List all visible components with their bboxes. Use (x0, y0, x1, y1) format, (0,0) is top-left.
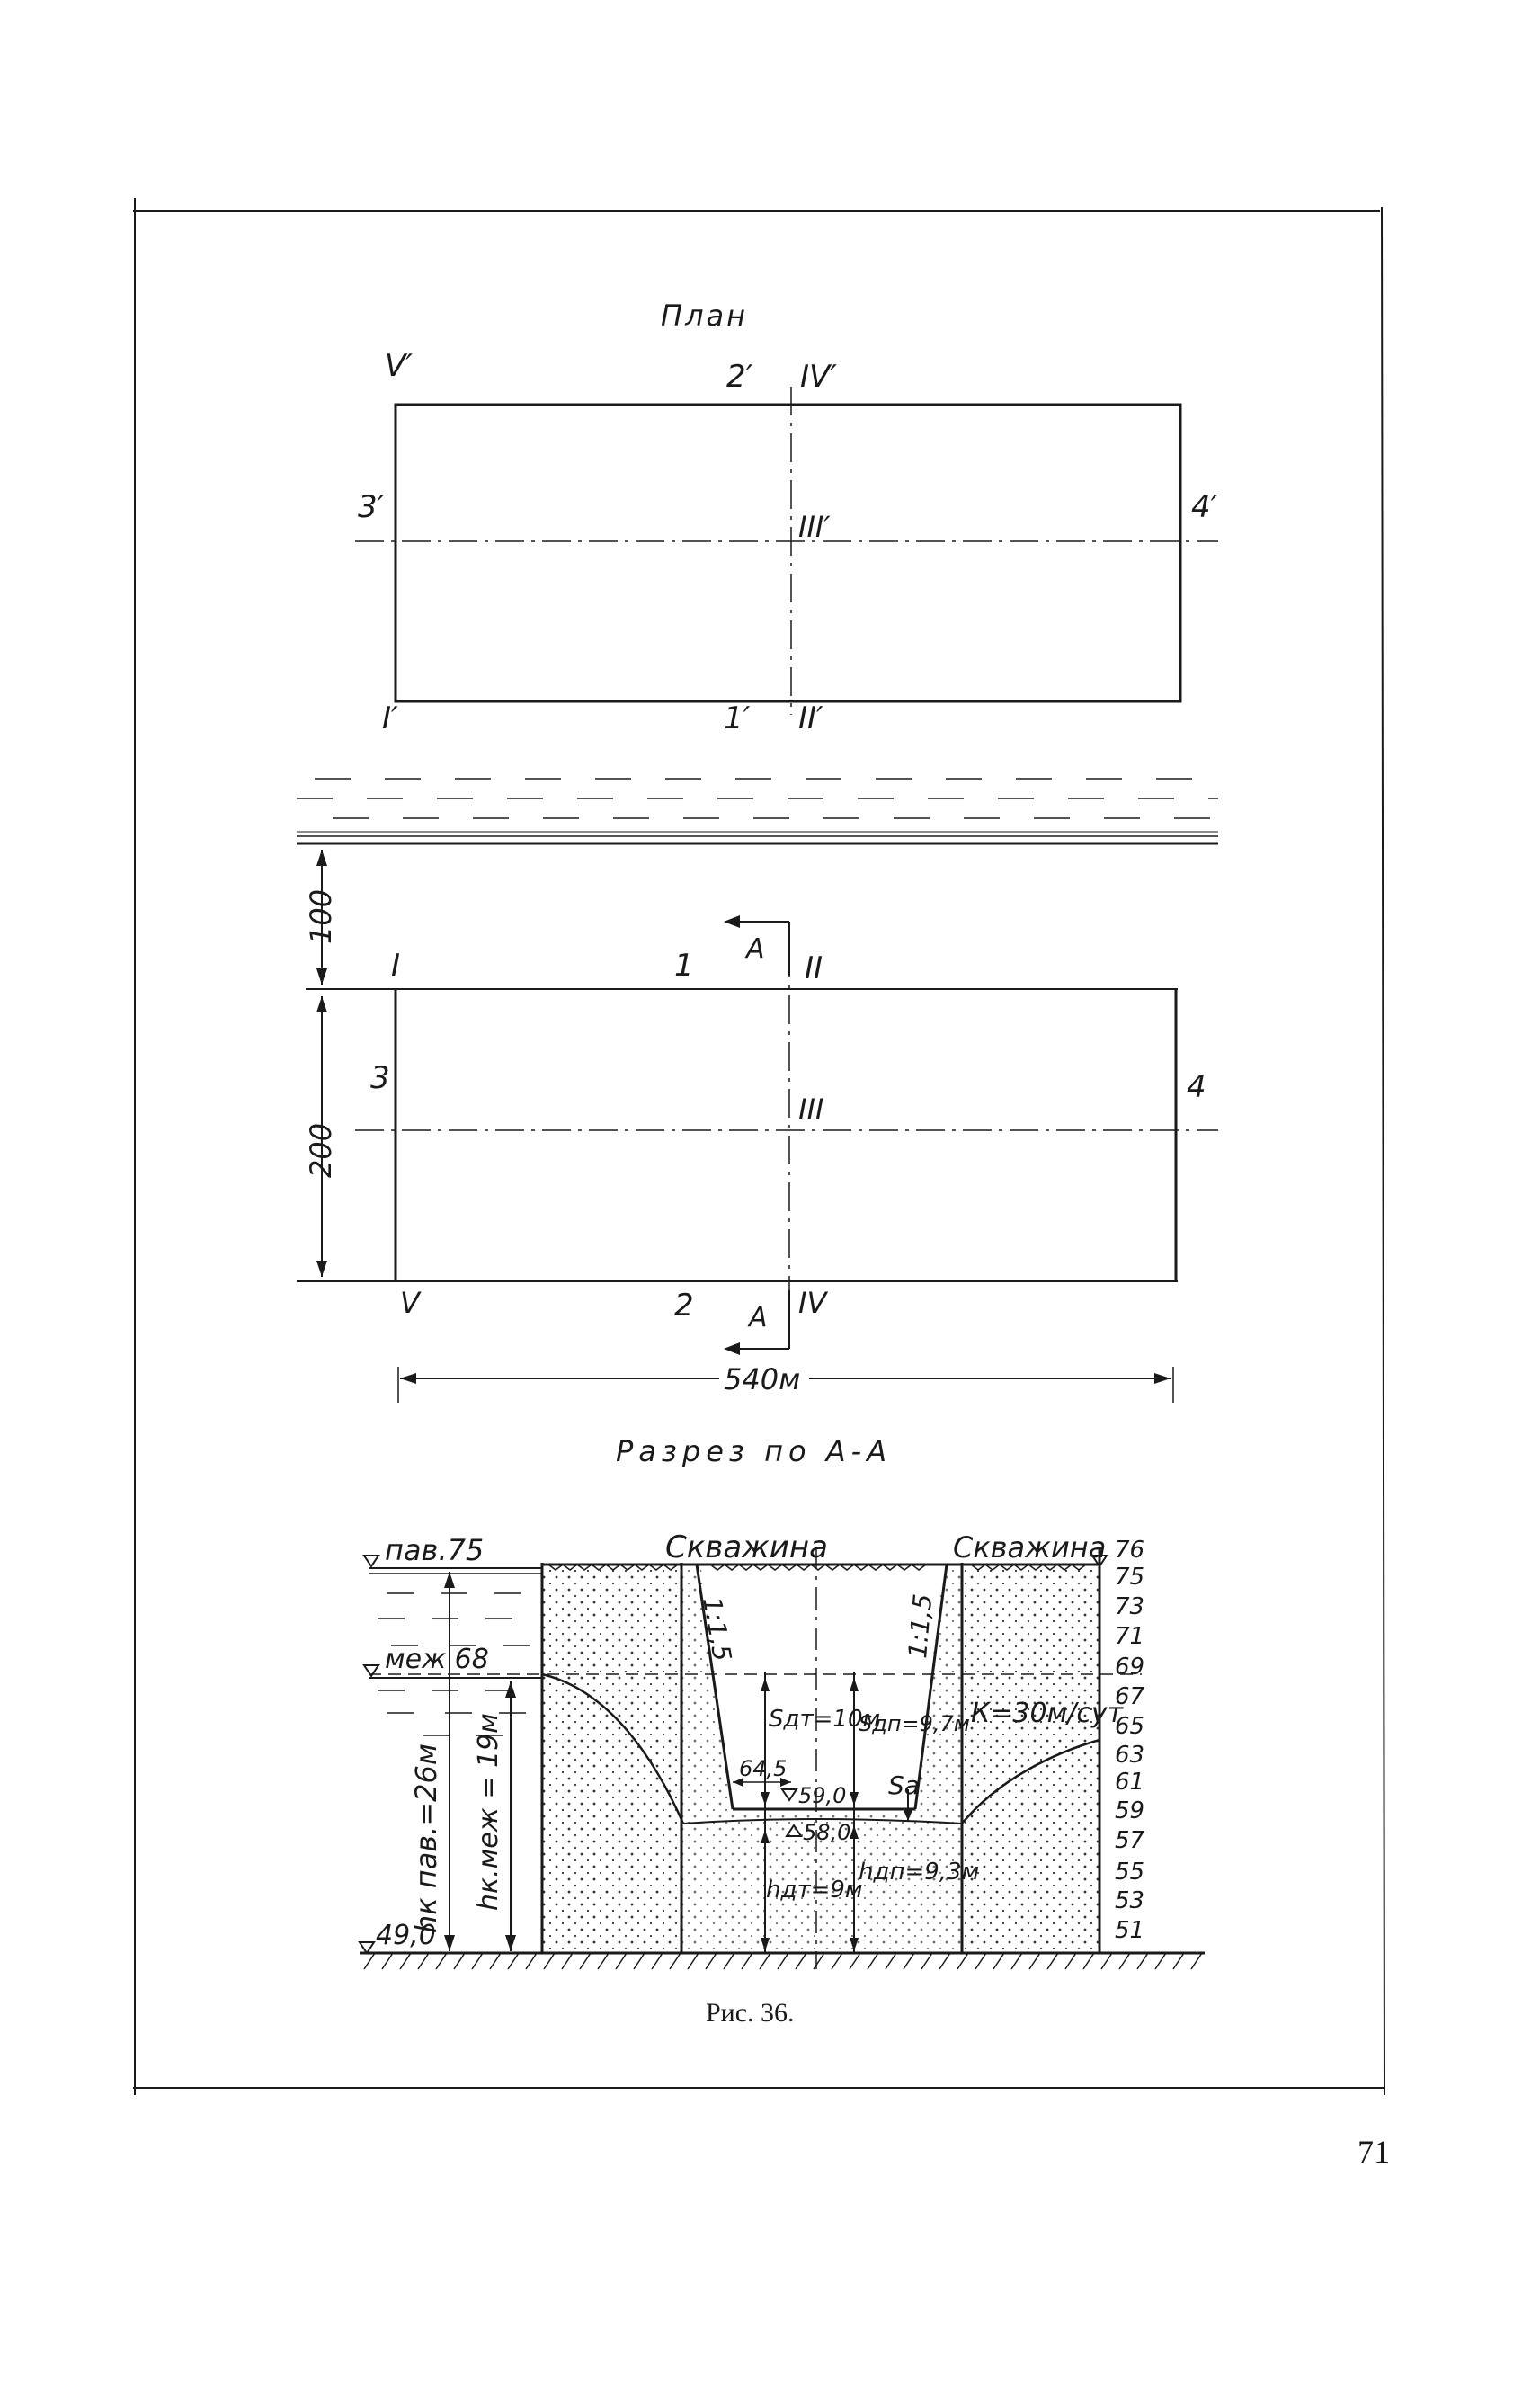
scale-53: 53 (1115, 1887, 1144, 1914)
plan-label-IV-prime: IV′ (800, 359, 837, 395)
base-level-label: 49,0 (376, 1920, 436, 1951)
scale-69: 69 (1115, 1654, 1144, 1681)
h-low-label: hк.меж = 19м (473, 1713, 504, 1911)
dim-length: 540м (724, 1362, 800, 1396)
plan-label-V-prime: V′ (385, 348, 413, 384)
section-body (358, 1547, 1205, 1970)
plan-label-4-prime: 4′ (1191, 489, 1218, 525)
h-dm-label: hдт=9м (766, 1877, 863, 1904)
dim-width: 200 (304, 1123, 338, 1178)
plan2-rectangle (297, 949, 1218, 1331)
plan2-label-IV: IV (798, 1286, 828, 1320)
k-label: К=30м/сут (971, 1698, 1125, 1729)
plan2-label-1: 1 (674, 948, 694, 984)
s-a-label: Sa (888, 1770, 920, 1800)
s-dm-label: Sдт=10м (769, 1706, 880, 1733)
section-title: Разрез по А-А (616, 1434, 892, 1468)
river-water-lines (297, 778, 1218, 845)
scale-59: 59 (1115, 1797, 1144, 1824)
scale-67: 67 (1115, 1683, 1145, 1710)
h-dn-label: hдп=9,3м (859, 1859, 979, 1886)
plan2-label-A-bottom: A (747, 1302, 768, 1333)
scale-61: 61 (1115, 1769, 1144, 1796)
scale-73: 73 (1115, 1593, 1144, 1620)
flood-level-label: пав.75 (385, 1533, 484, 1567)
plan2-label-V: V (400, 1286, 422, 1320)
plan-rectangle (355, 387, 1218, 715)
plan-label-3-prime: 3′ (358, 489, 385, 525)
scale-55: 55 (1115, 1859, 1144, 1886)
scale-65: 65 (1115, 1713, 1144, 1740)
plan2-label-4: 4 (1187, 1069, 1206, 1105)
level-58-label: 58,0 (803, 1820, 850, 1845)
figure-caption: Рис. 36. (706, 1998, 795, 2028)
plan-title: План (661, 299, 748, 333)
well-right-label: Скважина (953, 1530, 1106, 1565)
elevation-scale: 76 75 73 71 69 67 65 63 61 59 57 55 53 5… (1115, 1537, 1145, 1944)
scale-51: 51 (1115, 1917, 1144, 1944)
plan2-label-III: III (798, 1092, 823, 1127)
s-dn-label: Sдп=9,7м (859, 1711, 970, 1736)
plan-label-I-prime: I′ (382, 700, 398, 736)
scale-57: 57 (1115, 1827, 1145, 1854)
h-flood-label: hк пав.=26м (409, 1743, 443, 1933)
plan-label-III-prime: III′ (798, 510, 831, 544)
plan2-label-II: II (805, 950, 823, 986)
plan-label-1-prime: 1′ (724, 700, 751, 736)
plan-label-2-prime: 2′ (726, 359, 753, 395)
plan2-label-I: I (391, 948, 400, 984)
scale-76: 76 (1115, 1537, 1144, 1564)
plan2-label-3: 3 (370, 1060, 390, 1096)
page-number: 71 (1358, 2134, 1390, 2170)
plan2-label-A-top: A (744, 933, 765, 965)
page-frame (133, 198, 1385, 2096)
scale-75: 75 (1115, 1564, 1144, 1591)
low-level-label: меж 68 (385, 1644, 489, 1675)
plan2-label-2: 2 (674, 1288, 694, 1324)
bottom-width-label: 64,5 (739, 1756, 787, 1781)
dimension-lines (316, 850, 1174, 1403)
level-59-label: 59,0 (798, 1783, 846, 1808)
dim-river-distance: 100 (304, 889, 338, 944)
scale-63: 63 (1115, 1742, 1144, 1769)
plan-label-II-prime: II′ (798, 700, 823, 736)
section-arrow-top (724, 915, 790, 1355)
slope-right-label: 1:1,5 (903, 1592, 938, 1659)
scale-71: 71 (1115, 1623, 1144, 1650)
well-left-label: Скважина (665, 1529, 828, 1565)
